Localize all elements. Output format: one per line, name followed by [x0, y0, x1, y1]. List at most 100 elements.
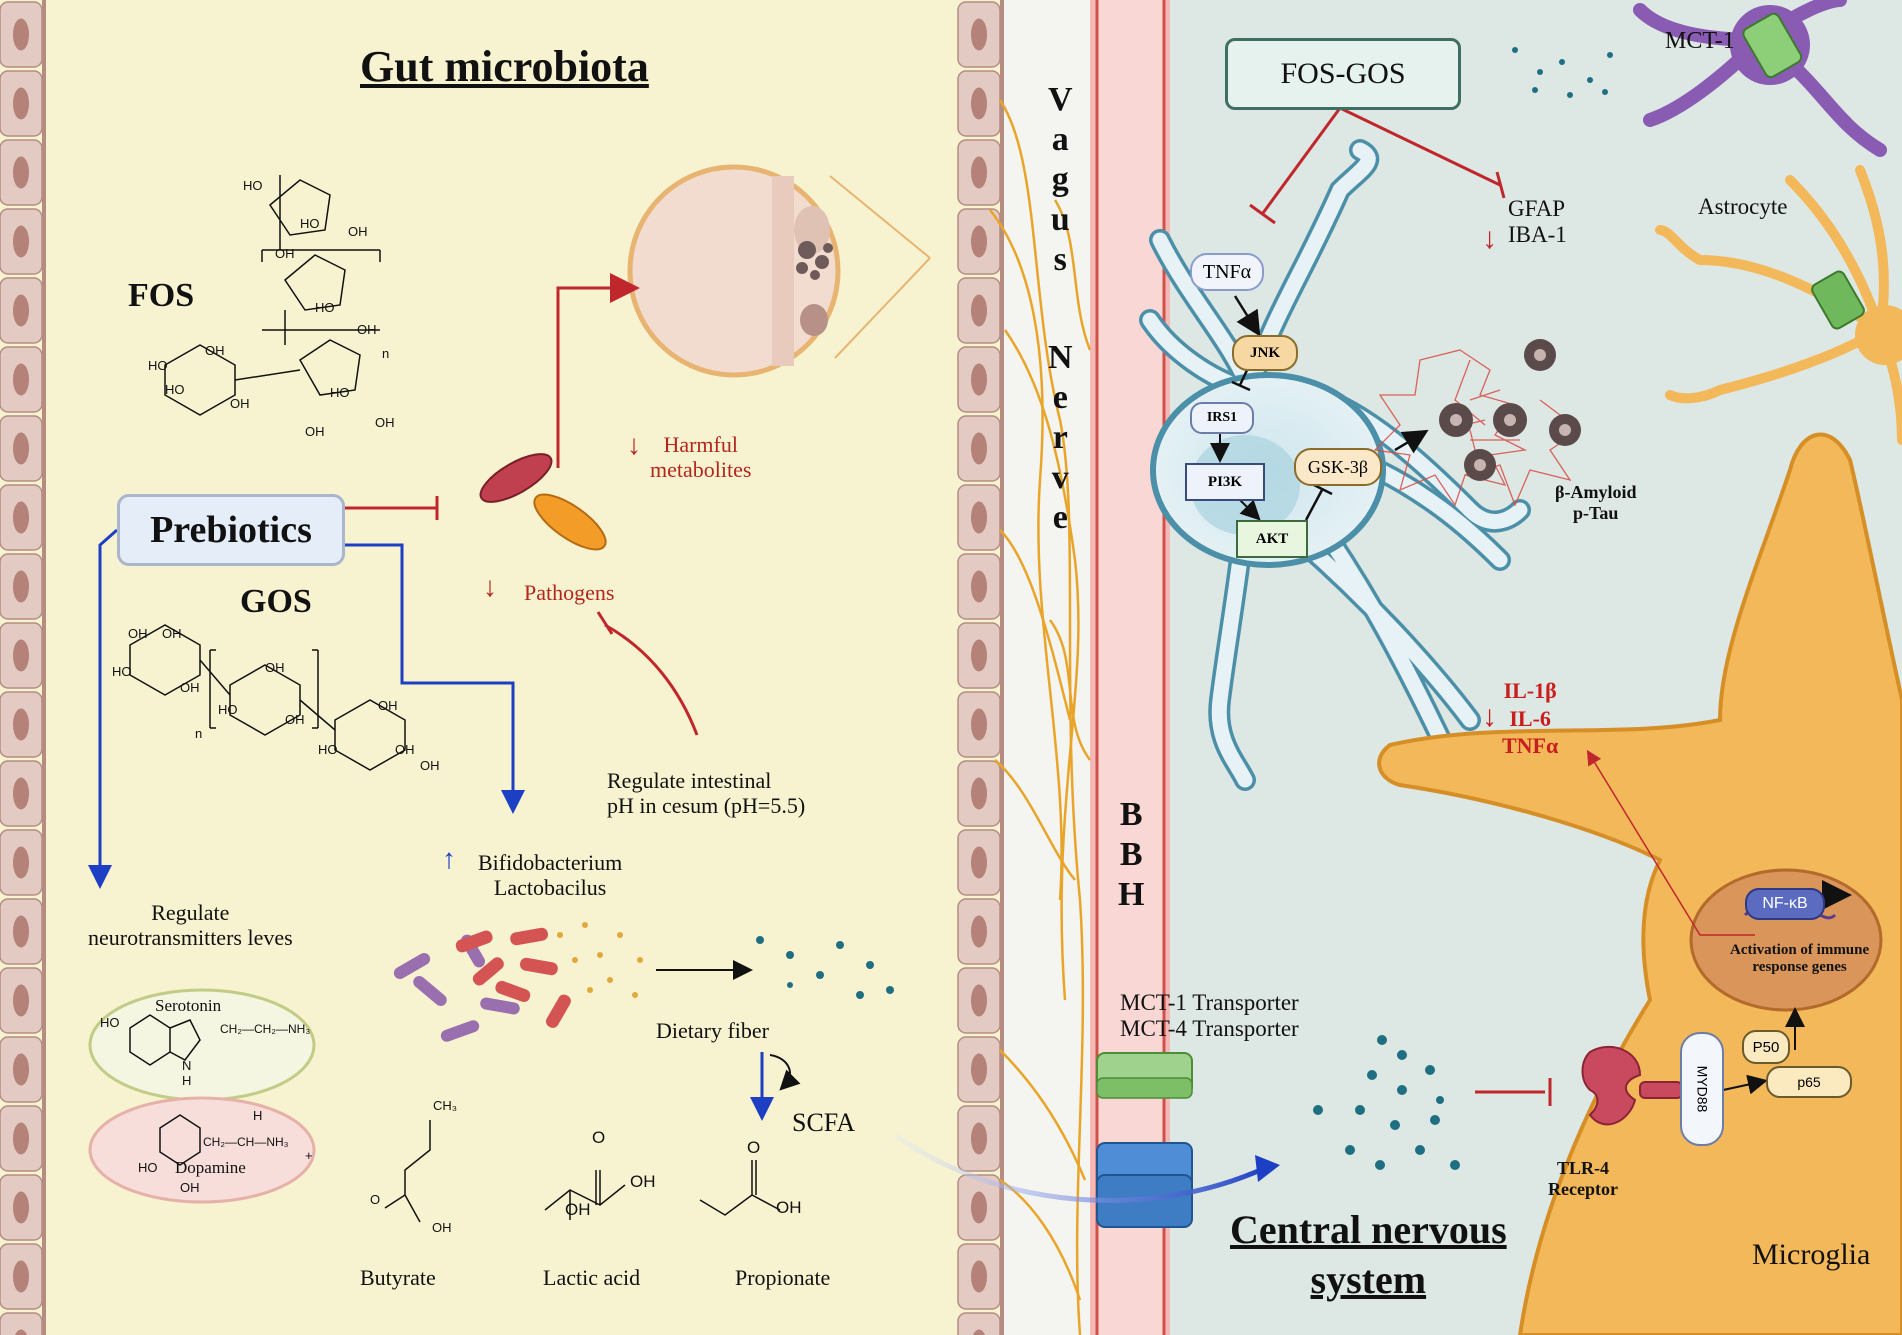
villus-nucleus — [13, 501, 29, 534]
fosgos-inhibit-gfap-bar — [1495, 171, 1506, 199]
tnfa-pill-label: TNFα — [1202, 260, 1252, 283]
zoom-line-bottom — [834, 257, 931, 359]
gfap-iba1-label: GFAP IBA-1 — [1508, 196, 1567, 248]
dietary-fiber-label: Dietary fiber — [656, 1018, 769, 1043]
fos-label: FOS — [128, 277, 195, 314]
villus-nucleus — [971, 225, 987, 258]
tnfa-to-jnk-arrow — [1233, 295, 1261, 337]
villus-nucleus — [971, 363, 987, 396]
villus-nucleus — [971, 294, 987, 327]
scfa-to-cns-arrow — [893, 1132, 1267, 1203]
jnk-label: JNK — [1250, 344, 1280, 361]
gos-n: n — [195, 726, 203, 741]
fos-n: n — [382, 346, 390, 361]
fosgos-inhibit-gfap-line — [1339, 106, 1501, 187]
villus-nucleus — [971, 570, 987, 603]
serotonin-nh: N H — [182, 1058, 192, 1088]
villus-edge — [42, 0, 46, 1335]
fos-oh-6: OH — [375, 415, 395, 430]
gos-ho-2: HO — [218, 702, 238, 717]
villus-nucleus — [13, 1122, 29, 1155]
dopamine-chain: CH₂—CH—NH₃ — [203, 1135, 289, 1149]
regulate-ph-label: Regulate intestinal pH in cesum (pH=5.5) — [607, 768, 806, 819]
prebiotics-to-bifido-arrow — [340, 543, 525, 814]
villus-nucleus — [971, 1260, 987, 1293]
gos-oh-5: OH — [285, 712, 305, 727]
villus-nucleus — [971, 1122, 987, 1155]
dopamine-ellipse — [88, 1096, 316, 1204]
ph-inhibit-curve — [604, 623, 699, 736]
villus-nucleus — [13, 18, 29, 51]
gos-oh-1: OH — [128, 626, 148, 641]
pi3k-to-akt-arrow — [1239, 499, 1261, 521]
gsk-pill: GSK-3β — [1294, 448, 1382, 486]
lactic-acid-label: Lactic acid — [543, 1265, 641, 1290]
cytokines-label: IL-1β IL-6 TNFα — [1502, 678, 1559, 758]
villus-nucleus — [971, 846, 987, 879]
dopamine-ho: HO — [138, 1160, 158, 1175]
gos-ho-3: HO — [318, 742, 338, 757]
fos-ho-2: HO — [300, 216, 320, 231]
villus-nucleus — [971, 501, 987, 534]
right-intestinal-wall — [957, 0, 1004, 1335]
ph-inhibit-bar — [596, 611, 614, 635]
gsk-to-amyloid-arrow — [1394, 429, 1429, 454]
serotonin-chain: CH₂—CH₂—NH₃ — [220, 1022, 311, 1036]
prebiotics-box: Prebiotics — [117, 494, 345, 566]
fos-oh-5: OH — [230, 396, 250, 411]
villus-nucleus — [971, 1191, 987, 1224]
gsk-label: GSK-3β — [1307, 456, 1369, 477]
akt-inhibit-gsk-line — [1304, 489, 1324, 521]
mct1-label: MCT-1 — [1665, 28, 1735, 54]
dopamine-h: H — [253, 1108, 263, 1123]
gos-oh-8: OH — [420, 758, 440, 773]
astrocyte-purple — [1633, 0, 1887, 157]
villus-nucleus — [13, 225, 29, 258]
villus-nucleus — [13, 777, 29, 810]
harmful-arrow: ↓ — [627, 430, 641, 461]
nfkb-pill: NF-κB — [1745, 888, 1825, 920]
fos-oh-1: OH — [348, 224, 368, 239]
serotonin-structure — [129, 1014, 201, 1066]
gos-structure — [129, 624, 406, 771]
amyloid-tau-label: β-Amyloid p-Tau — [1555, 482, 1637, 523]
beneficial-bacteria-cluster — [393, 922, 643, 1042]
fos-oh-2: OH — [275, 246, 295, 261]
mct-transporters-label: MCT-1 Transporter MCT-4 Transporter — [1120, 990, 1299, 1042]
mct-transporter-blue — [1096, 1142, 1193, 1228]
fos-gos-label: FOS-GOS — [1280, 57, 1406, 90]
bacteria-to-intestine-arrow — [556, 273, 640, 468]
prebiotics-label: Prebiotics — [150, 509, 312, 551]
pi3k-label: PI3K — [1207, 473, 1243, 490]
propionate-o: O — [747, 1138, 761, 1157]
butyrate-label: Butyrate — [360, 1265, 436, 1290]
fos-oh-3: OH — [357, 322, 377, 337]
propionate-oh: OH — [776, 1198, 802, 1217]
genes-to-cytokines-arrow — [1586, 749, 1755, 936]
fos-ho-1: HO — [243, 178, 263, 193]
villus-nucleus — [13, 87, 29, 120]
villus-nucleus — [971, 18, 987, 51]
fos-oh-4: OH — [205, 343, 225, 358]
fos-ho-3: HO — [315, 300, 335, 315]
microglia-label: Microglia — [1752, 1238, 1871, 1271]
jnk-inhibit-irs1-bar — [1231, 380, 1251, 392]
serotonin-ho: HO — [100, 1015, 120, 1030]
blood-vessel-lumen — [1096, 0, 1164, 1335]
magnified-villus — [772, 176, 794, 366]
villus-nucleus — [13, 846, 29, 879]
jnk-pill: JNK — [1232, 335, 1298, 371]
villus-nucleus — [13, 570, 29, 603]
villus-nucleus — [971, 915, 987, 948]
gos-oh-3: OH — [180, 680, 200, 695]
fosgos-inhibit-neuron-bar — [1249, 203, 1276, 225]
fiber-curl-arrow — [769, 1054, 801, 1091]
pi3k-box: PI3K — [1185, 463, 1265, 501]
myd88-pill: MYD88 — [1680, 1032, 1724, 1146]
dopamine-oh: OH — [180, 1180, 200, 1195]
p50-label: P50 — [1752, 1038, 1780, 1056]
villus-nucleus — [13, 708, 29, 741]
villus-nucleus — [971, 156, 987, 189]
amyloid-plaques — [1373, 339, 1582, 507]
